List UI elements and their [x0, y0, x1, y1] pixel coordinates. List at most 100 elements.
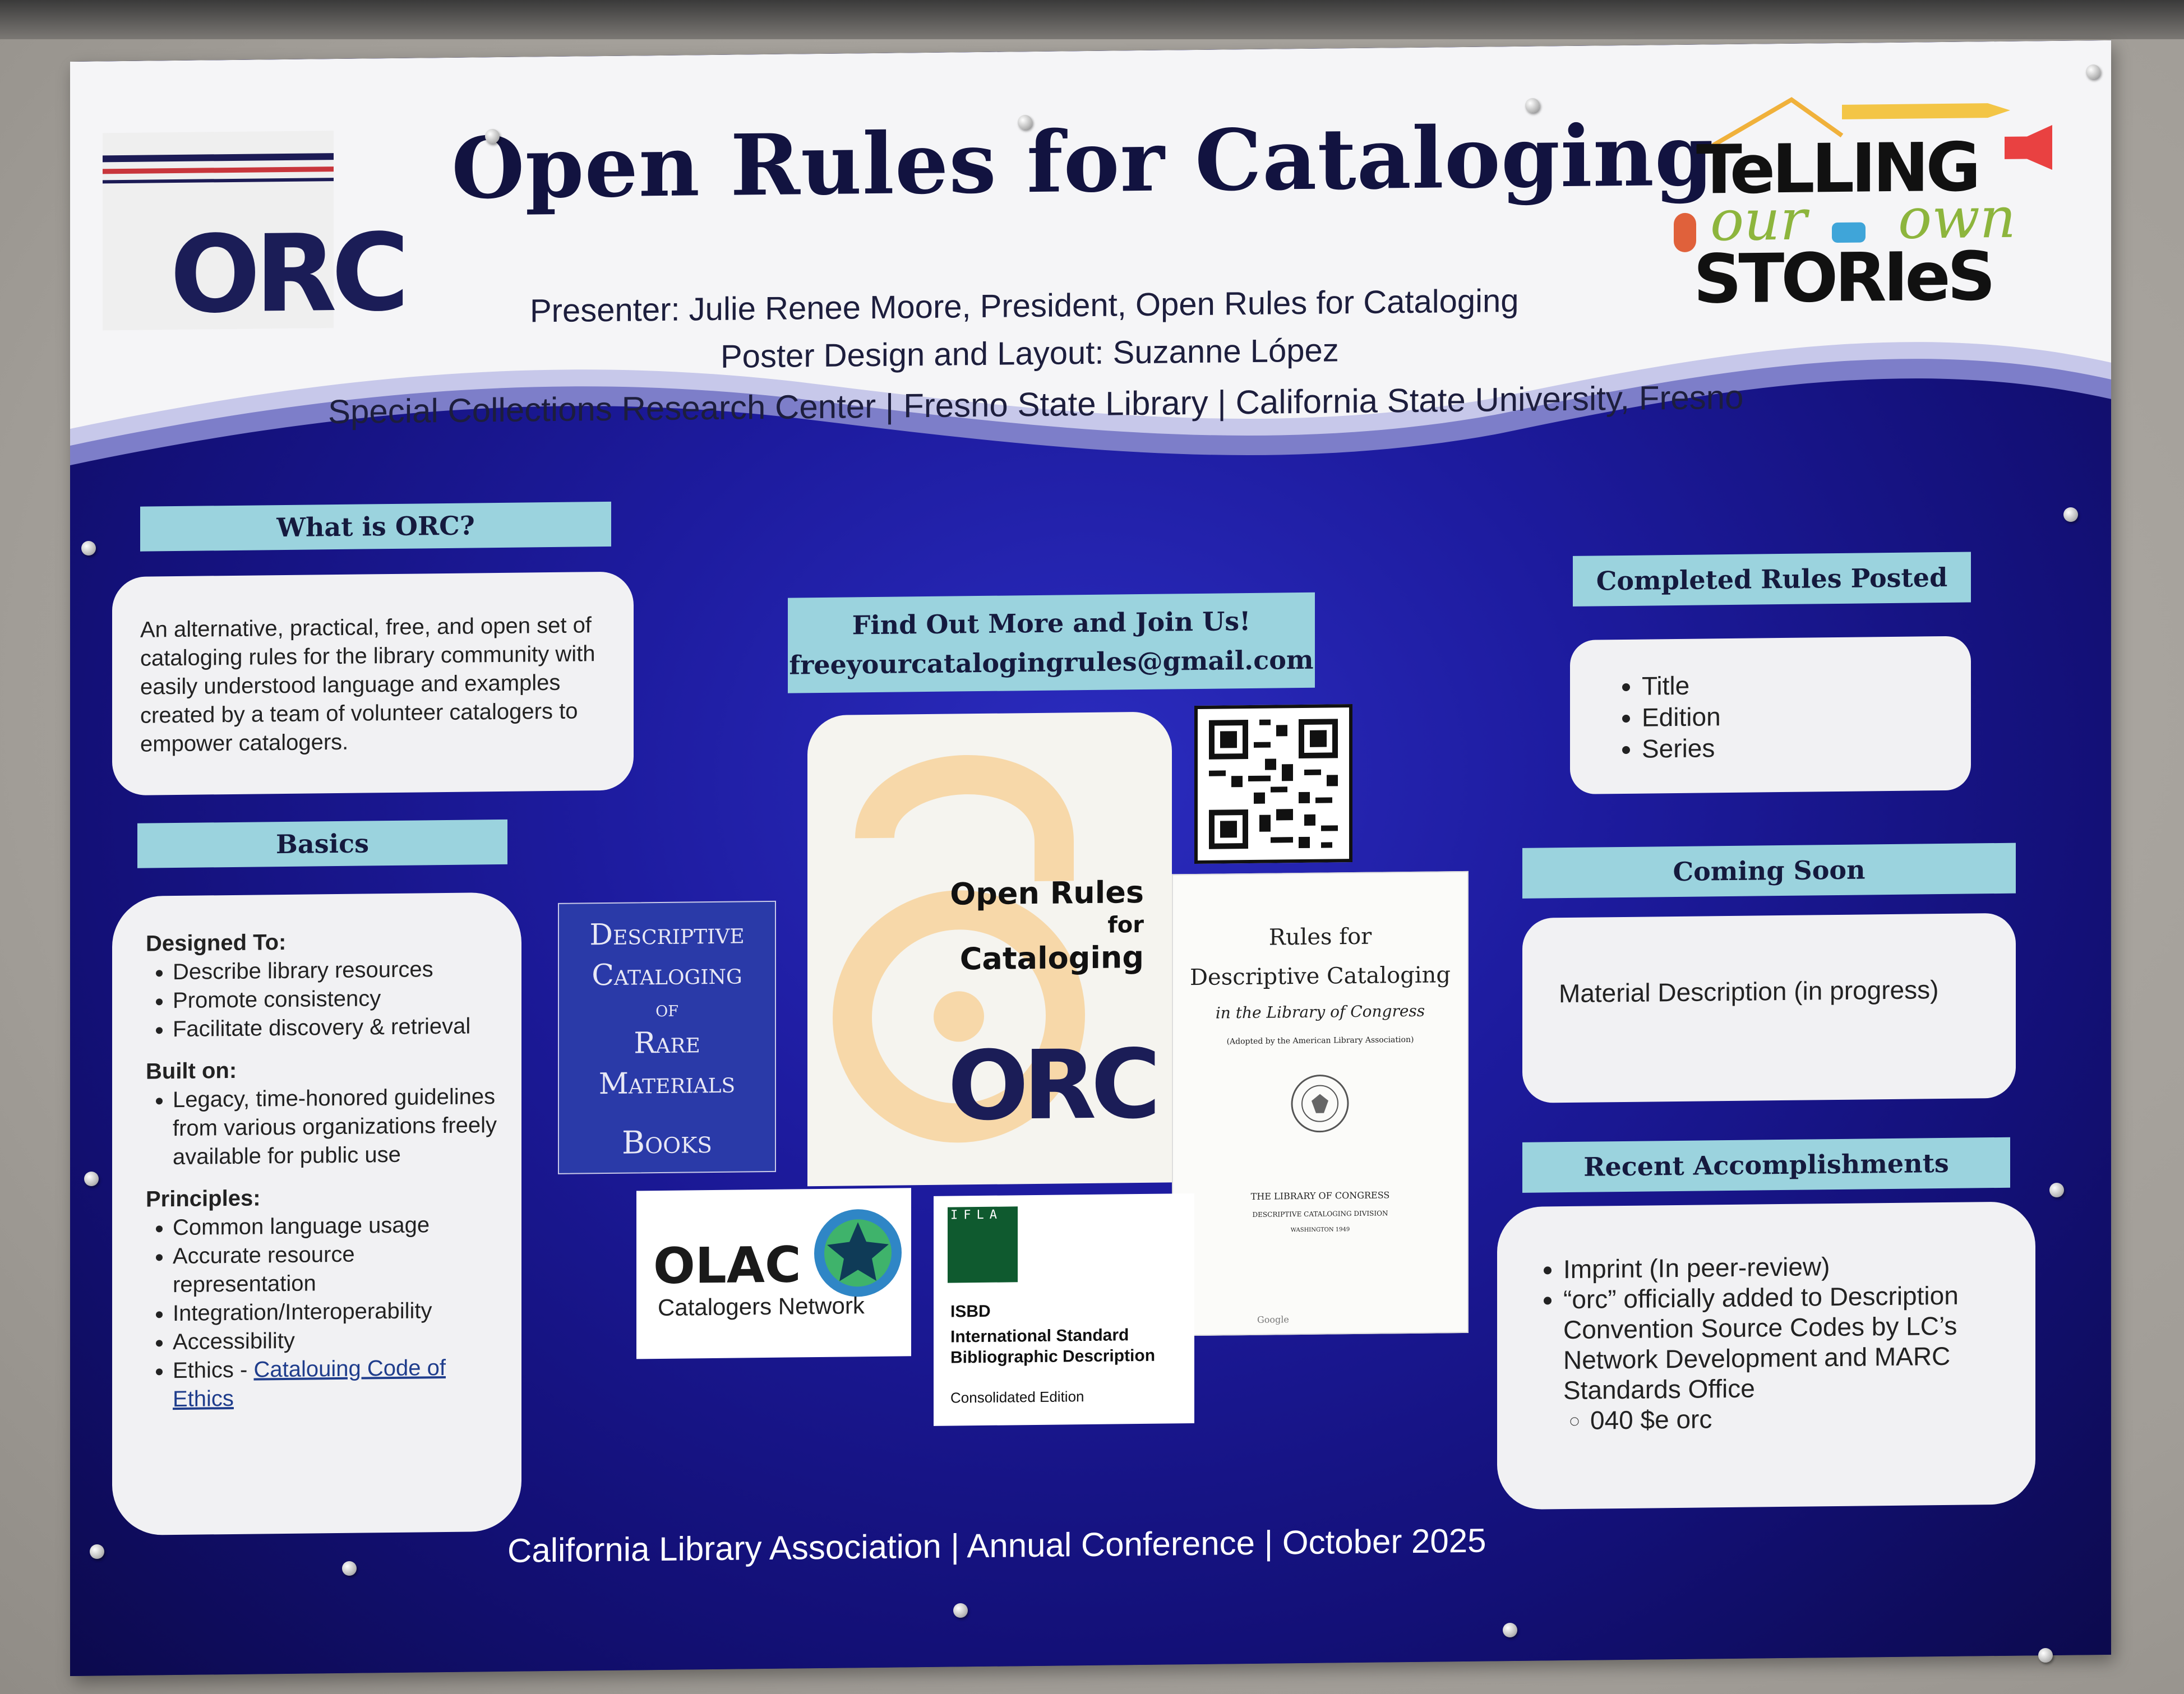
- lc-line: in the Library of Congress: [1215, 1001, 1425, 1022]
- dcrm-title: Descriptive Cataloging of Rare Materials: [559, 913, 775, 1105]
- qr-code-pattern: [1209, 719, 1338, 849]
- dcrm-line: Descriptive: [589, 917, 745, 952]
- list-item: Legacy, time-honored guidelines from var…: [173, 1082, 499, 1172]
- orc-book-line: for: [1107, 911, 1144, 938]
- isbd-line: International Standard: [950, 1326, 1129, 1346]
- list-item: Accurate resource representation: [173, 1239, 499, 1299]
- logo-decor: [1674, 97, 2052, 252]
- logo-stripe-red: [103, 166, 334, 174]
- push-pin: [1018, 115, 1032, 129]
- list-item: Facilitate discovery & retrieval: [173, 1012, 499, 1044]
- push-pin: [342, 1561, 357, 1576]
- push-pin: [2038, 1648, 2053, 1663]
- push-pin: [1503, 1623, 1517, 1637]
- lc-line: WASHINGTON 1949: [1290, 1226, 1350, 1234]
- what-is-orc-label: What is ORC?: [140, 501, 611, 552]
- ethics-prefix: Ethics -: [173, 1357, 254, 1383]
- isbd-card: IFLA ISBD International Standard Bibliog…: [934, 1193, 1194, 1426]
- built-list: Legacy, time-honored guidelines from var…: [146, 1082, 499, 1172]
- what-is-orc-card: An alternative, practical, free, and ope…: [112, 571, 634, 796]
- orc-book-cover: Open Rules for Cataloging ORC: [807, 711, 1172, 1187]
- push-pin: [90, 1544, 104, 1559]
- recent-list: Imprint (In peer-review) “orc” officiall…: [1536, 1249, 2017, 1436]
- principles-heading: Principles:: [146, 1186, 261, 1212]
- coming-soon-label: Coming Soon: [1522, 843, 2016, 899]
- coming-soon-text: Material Description (in progress): [1559, 975, 1939, 1008]
- olac-logo-card: OLAC Catalogers Network: [636, 1188, 911, 1359]
- library-seal-icon: [1291, 1075, 1349, 1133]
- poster-title: Open Rules for Cataloging: [451, 106, 1714, 218]
- principles-list: Common language usage Accurate resource …: [146, 1210, 499, 1414]
- dcrm-line: Rare: [634, 1026, 700, 1061]
- orc-logo: ORC: [103, 131, 404, 337]
- find-out-more-label: Find Out More and Join Us! freeyourcatal…: [788, 592, 1315, 693]
- ifla-text: IFLA: [950, 1207, 1003, 1223]
- recent-sublist: 040 $e orc: [1563, 1401, 2017, 1436]
- list-item: 040 $e orc: [1590, 1401, 2017, 1436]
- recent-card: Imprint (In peer-review) “orc” officiall…: [1497, 1201, 2035, 1510]
- basics-label: Basics: [137, 819, 507, 868]
- basics-content: Designed To: Describe library resources …: [146, 926, 499, 1414]
- list-item: Promote consistency: [173, 983, 499, 1015]
- list-item: “orc” officially added to Description Co…: [1563, 1280, 2017, 1405]
- list-item-ethics: Ethics - Catalouing Code of Ethics: [173, 1353, 499, 1414]
- dcrm-line: Materials: [598, 1066, 736, 1101]
- list-item: Integration/Interoperability: [173, 1296, 499, 1328]
- logo-stories: STORIeS: [1693, 238, 1993, 319]
- push-pin: [1525, 98, 1540, 113]
- push-pin: [953, 1603, 968, 1618]
- contact-email[interactable]: freeyourcatalogingrules@gmail.com: [789, 644, 1314, 681]
- lc-line: DESCRIPTIVE CATALOGING DIVISION: [1252, 1209, 1388, 1219]
- list-item: Accessibility: [173, 1325, 499, 1357]
- qr-code[interactable]: [1194, 704, 1352, 864]
- list-item: Imprint (In peer-review): [1563, 1249, 2017, 1284]
- google-mark: Google: [1257, 1314, 1289, 1325]
- design-line: Poster Design and Layout: Suzanne López: [721, 332, 1339, 375]
- dcrm-books: Books: [622, 1124, 712, 1161]
- push-pin: [2063, 507, 2078, 522]
- completed-list: Title Edition Series: [1615, 669, 1721, 765]
- orc-book-line: Open Rules: [950, 874, 1144, 912]
- poster: ORC Open Rules for Cataloging Presenter:…: [70, 40, 2111, 1676]
- open-access-icon: [833, 755, 1085, 1143]
- lc-line: (Adopted by the American Library Associa…: [1226, 1035, 1414, 1047]
- lc-line: Descriptive Cataloging: [1189, 962, 1451, 991]
- lc-line: THE LIBRARY OF CONGRESS: [1250, 1189, 1390, 1202]
- dcrm-line: Cataloging: [592, 957, 742, 993]
- olac-name: OLAC: [653, 1235, 801, 1295]
- find-out-more-heading: Find Out More and Join Us!: [852, 605, 1251, 641]
- isbd-line: ISBD: [950, 1302, 991, 1321]
- dcrm-line: of: [655, 996, 678, 1022]
- basics-card: Designed To: Describe library resources …: [112, 892, 521, 1536]
- designed-heading: Designed To:: [146, 929, 287, 956]
- push-pin: [2049, 1183, 2064, 1197]
- what-is-orc-text: An alternative, practical, free, and ope…: [140, 613, 595, 757]
- olac-sub: Catalogers Network: [658, 1292, 865, 1321]
- list-item: Series: [1642, 732, 1721, 764]
- dcrm-book-cover: Descriptive Cataloging of Rare Materials…: [558, 900, 776, 1174]
- logo-stripe: [103, 153, 334, 163]
- designed-list: Describe library resources Promote consi…: [146, 955, 499, 1044]
- push-pin: [84, 1172, 99, 1186]
- orc-book-logo: ORC: [948, 1029, 1156, 1142]
- completed-label: Completed Rules Posted: [1573, 552, 1971, 607]
- logo-stripe: [103, 178, 334, 184]
- isbd-line: Bibliographic Description: [950, 1346, 1156, 1367]
- isbd-line: Consolidated Edition: [950, 1388, 1084, 1406]
- header-wave: [70, 40, 2111, 465]
- list-item: Common language usage: [173, 1210, 499, 1242]
- list-item: Edition: [1642, 701, 1721, 733]
- olac-star-icon: [814, 1209, 902, 1297]
- lc-rules-book-cover: Rules for Descriptive Cataloging in the …: [1172, 871, 1469, 1336]
- coming-soon-card: Material Description (in progress): [1522, 913, 2016, 1103]
- built-heading: Built on:: [146, 1058, 237, 1084]
- orc-book-title: Open Rules for Cataloging: [942, 874, 1144, 978]
- completed-card: Title Edition Series: [1570, 636, 1971, 794]
- list-item: Describe library resources: [173, 955, 499, 987]
- orc-logo-text: ORC: [170, 210, 404, 337]
- recent-label: Recent Accomplishments: [1522, 1137, 2010, 1193]
- telling-our-own-stories-logo: TeLLING our own STORIeS: [1657, 80, 2083, 320]
- list-item: Title: [1642, 669, 1721, 701]
- orc-book-line: Cataloging: [959, 939, 1144, 977]
- push-pin: [81, 541, 96, 556]
